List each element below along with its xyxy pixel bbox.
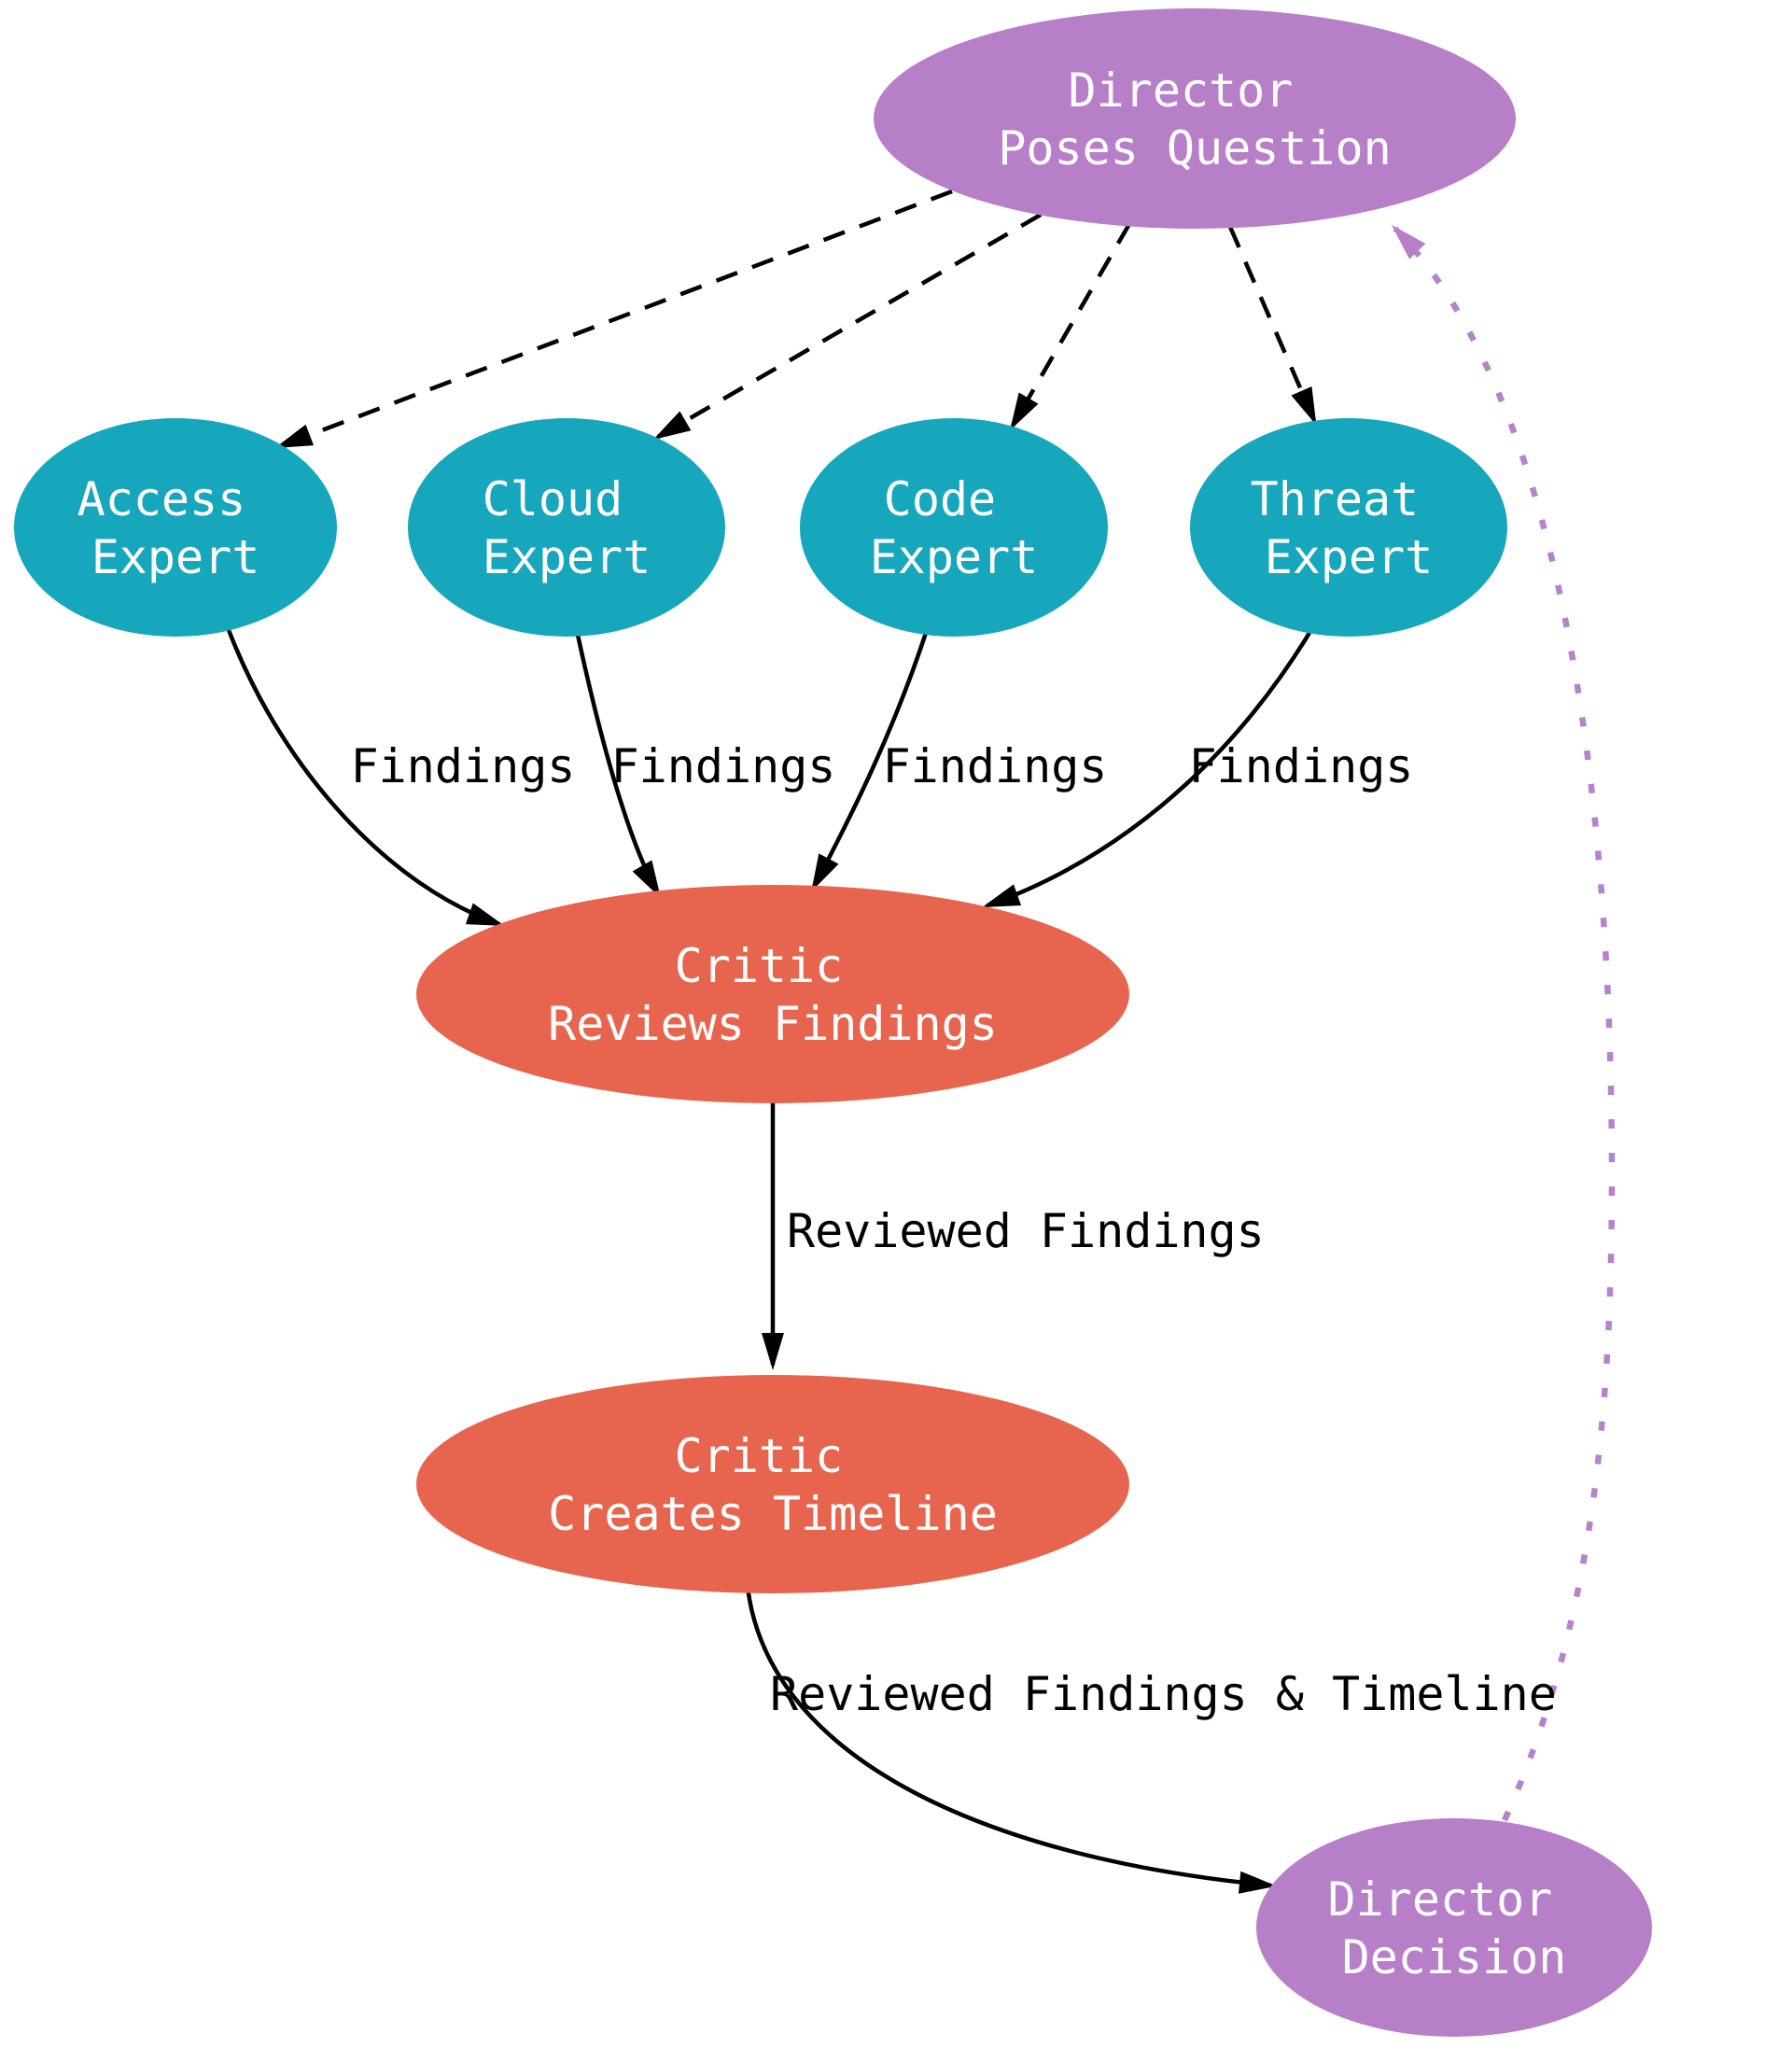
critic-reviews-label-line2: Reviews Findings: [548, 997, 998, 1051]
access-expert-label-line1: Access: [77, 472, 246, 526]
cloud-expert-ellipse: [408, 418, 725, 637]
threat-expert-label-line2: Expert: [1265, 530, 1434, 584]
svg-text:Cloud Expert: Cloud Expert: [483, 472, 651, 584]
svg-text:Threat Expert: Threat Expert: [1251, 472, 1448, 584]
edge-cloud-to-critic: [575, 634, 661, 899]
access-expert-ellipse: [14, 418, 337, 637]
director-question-ellipse: [874, 8, 1516, 229]
critic-timeline-label-line2: Creates Timeline: [548, 1487, 998, 1541]
code-expert-label-line1: Code: [884, 472, 996, 526]
edge-label-findings-code: Findings: [883, 739, 1108, 793]
edge-labels: Findings Findings Findings Findings Revi…: [351, 739, 1557, 1721]
critic-reviews-ellipse: [416, 885, 1129, 1103]
svg-text:Director Poses Question: Director Poses Question: [998, 63, 1391, 175]
critic-reviews-label-line1: Critic: [675, 939, 844, 993]
edge-group-findings: [226, 629, 1311, 1894]
critic-timeline-label-line1: Critic: [675, 1429, 844, 1483]
edge-code-to-critic: [811, 632, 929, 892]
node-threat-expert: Threat Expert: [1190, 418, 1507, 637]
edge-director-to-code-expert: [1009, 222, 1131, 431]
edge-critic-timeline-to-director-decision: [744, 1577, 1277, 1894]
director-decision-label-line1: Director: [1328, 1872, 1553, 1927]
node-critic-reviews: Critic Reviews Findings: [416, 885, 1129, 1103]
svg-text:Critic Reviews Findings: Critic Reviews Findings: [548, 939, 998, 1051]
edge-label-reviewed-findings-timeline: Reviewed Findings & Timeline: [770, 1667, 1557, 1721]
critic-timeline-ellipse: [416, 1375, 1129, 1593]
edge-director-to-cloud-expert: [652, 213, 1043, 441]
node-director-question: Director Poses Question: [874, 8, 1516, 229]
edge-group-assignments: [274, 189, 1317, 449]
edge-director-to-access-expert: [274, 189, 953, 449]
edge-label-findings-access: Findings: [351, 739, 576, 793]
edge-label-findings-threat: Findings: [1189, 739, 1414, 793]
edge-label-reviewed-findings: Reviewed Findings: [787, 1204, 1265, 1258]
director-decision-ellipse: [1256, 1818, 1652, 2037]
svg-text:Critic Creates Timeline: Critic Creates Timeline: [548, 1429, 998, 1541]
threat-expert-ellipse: [1190, 418, 1507, 637]
node-access-expert: Access Expert: [14, 418, 337, 637]
node-critic-timeline: Critic Creates Timeline: [416, 1375, 1129, 1593]
node-cloud-expert: Cloud Expert: [408, 418, 725, 637]
threat-expert-label-line1: Threat: [1251, 472, 1420, 526]
edge-threat-to-critic: [982, 631, 1311, 908]
code-expert-ellipse: [800, 418, 1108, 637]
director-question-label-line1: Director: [1069, 63, 1294, 118]
edge-director-to-threat-expert: [1227, 226, 1317, 426]
svg-text:Code Expert: Code Expert: [870, 472, 1039, 584]
node-director-decision: Director Decision: [1256, 1818, 1652, 2037]
cloud-expert-label-line1: Cloud: [483, 472, 623, 526]
cloud-expert-label-line2: Expert: [483, 530, 651, 584]
edge-label-findings-cloud: Findings: [611, 739, 836, 793]
director-decision-label-line2: Decision: [1342, 1930, 1567, 1984]
code-expert-label-line2: Expert: [870, 530, 1039, 584]
svg-text:Director Decision: Director Decision: [1328, 1872, 1581, 1984]
svg-text:Access Expert: Access Expert: [77, 472, 274, 584]
access-expert-label-line2: Expert: [91, 530, 260, 584]
node-code-expert: Code Expert: [800, 418, 1108, 637]
edge-access-to-critic: [226, 629, 505, 927]
director-question-label-line2: Poses Question: [998, 121, 1391, 175]
